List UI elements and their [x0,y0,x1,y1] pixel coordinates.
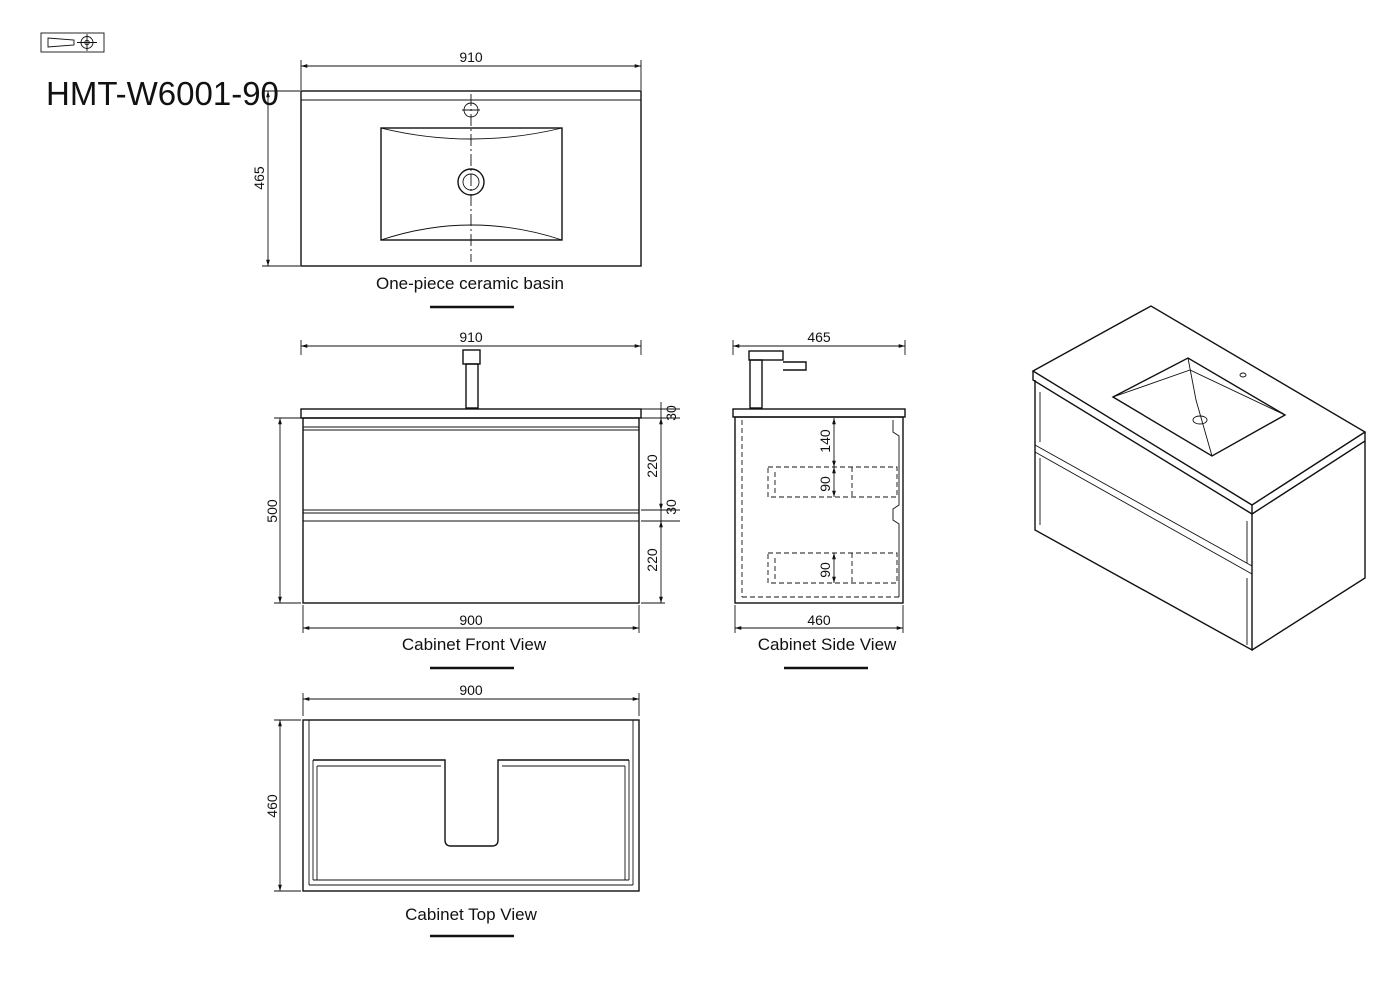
basin-view: 910 465 One-piece ceramic basin [251,49,642,309]
top-cabinet-outline [302,719,640,892]
side-drawer-lower-label: 90 [817,562,833,578]
side-bottom-depth-label: 460 [807,612,831,628]
isometric-vanity-drawing [1031,305,1367,652]
drawer-cutout [313,759,629,847]
side-view: 465 140 90 90 460 Cabinet Side View [732,329,906,670]
drawer-upper-label: 220 [644,454,660,478]
iso-drain-icon [1192,415,1208,425]
side-view-title: Cabinet Side View [758,635,897,654]
faucet-icon [462,349,481,409]
drain-icon [457,168,485,196]
top-view-title: Cabinet Top View [405,905,537,924]
front-top-width-label: 910 [459,329,483,345]
front-view: 910 500 30 220 30 220 [264,329,680,670]
side-top-depth-label: 465 [807,329,831,345]
faucet-side-icon [748,350,807,409]
side-cabinet [734,416,904,604]
top-view: 900 460 Cabinet Top View [264,682,640,938]
side-drawer-upper-label: 90 [817,476,833,492]
front-height-label: 500 [264,499,280,523]
top-width-label: 900 [459,682,483,698]
basin-depth-label: 465 [251,166,267,190]
iso-taphole-icon [1239,372,1247,378]
front-countertop [300,408,642,419]
basin-bowl [380,127,563,241]
top-depth-label: 460 [264,794,280,818]
front-cabinet [302,417,640,604]
front-view-title: Cabinet Front View [402,635,547,654]
gap-label: 30 [663,499,679,515]
front-bottom-width-label: 900 [459,612,483,628]
drawer-lower-label: 220 [644,548,660,572]
top-thickness-label: 30 [663,405,679,421]
model-code: HMT-W6001-90 [46,75,279,112]
side-upper-offset-label: 140 [817,429,833,453]
third-angle-projection-icon [40,32,105,53]
basin-view-title: One-piece ceramic basin [376,274,564,293]
basin-width-label: 910 [459,49,483,65]
side-countertop [732,408,906,418]
basin-outline [300,90,642,267]
